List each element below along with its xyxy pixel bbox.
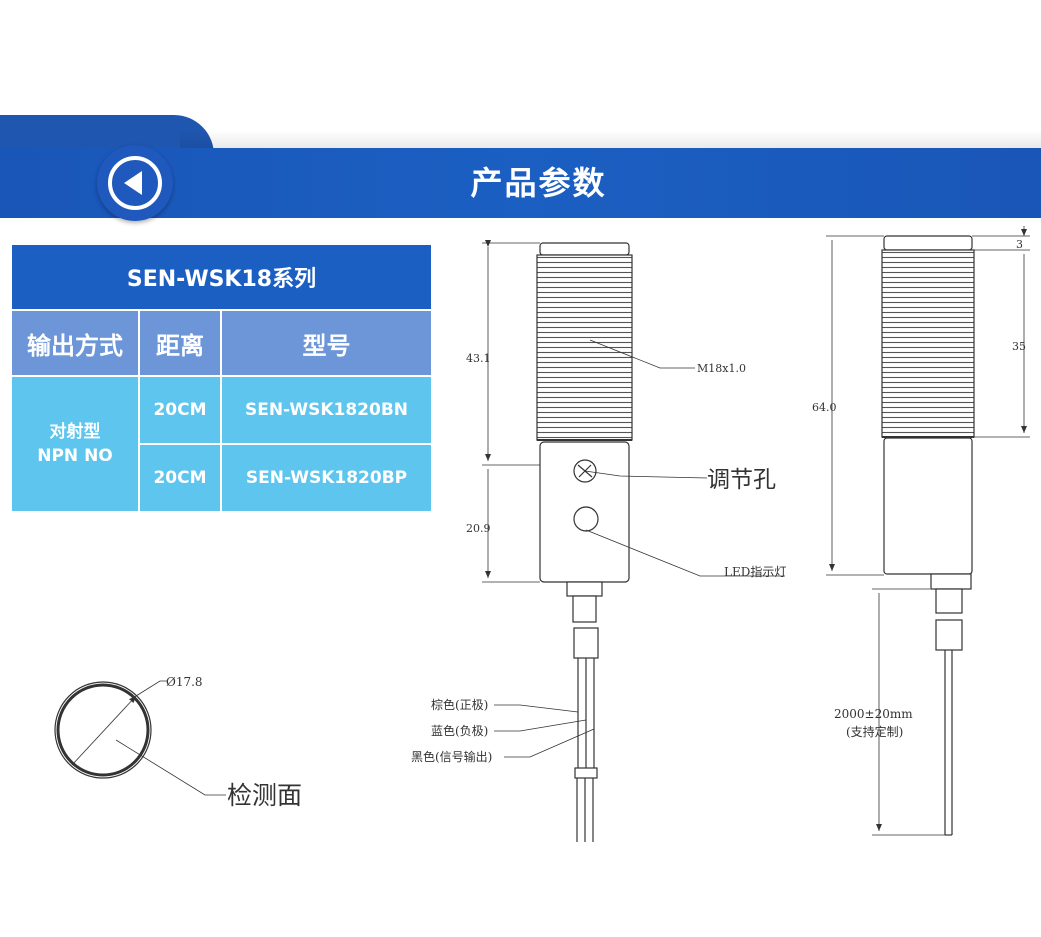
side-body: [883, 437, 973, 575]
distance-cell: 20CM: [138, 443, 222, 513]
led-label: LED指示灯: [724, 564, 786, 579]
cable-note-label: (支持定制): [846, 724, 903, 739]
page-title: 产品参数: [470, 164, 607, 202]
model-cell: SEN-WSK1820BN: [220, 375, 433, 445]
dim-total-label: 64.0: [812, 401, 837, 414]
front-view: [482, 240, 785, 842]
header-shadow: [180, 130, 1041, 152]
dim-thread-length: 43.1: [466, 352, 491, 365]
wire-blue-label: 蓝色(负极): [431, 724, 488, 738]
column-header-output: 输出方式: [10, 309, 140, 377]
front-thread: [536, 254, 633, 441]
side-thread: [881, 249, 975, 438]
thread-spec-label: M18x1.0: [697, 362, 746, 375]
table-row: 对射型 NPN NO 20CM SEN-WSK1820BN: [10, 375, 433, 513]
distance-cell: 20CM: [138, 375, 222, 445]
cable-length-label: 2000±20mm: [834, 707, 913, 721]
detection-face-ring: [56, 683, 150, 777]
back-button[interactable]: [97, 145, 173, 221]
side-view: [826, 226, 1030, 836]
table-row: 20CM SEN-WSK1820BP: [11, 443, 433, 513]
dim-side-thread-label: 35: [1012, 340, 1026, 353]
side-cap: [883, 235, 973, 251]
front-connector: [566, 581, 603, 597]
back-arrow-icon: [108, 156, 162, 210]
header-bar: [0, 148, 1041, 218]
dim-body-length: 20.9: [466, 522, 491, 535]
output-type-cell: 对射型 NPN NO: [10, 375, 140, 513]
front-cap: [539, 242, 630, 256]
detection-face-label: 检测面: [227, 781, 302, 810]
led-indicator-icon: [573, 506, 599, 532]
model-cell: SEN-WSK1820BP: [220, 443, 433, 513]
dim-top-label: 3: [1016, 238, 1023, 251]
output-type-line2: NPN NO: [37, 446, 113, 466]
diameter-label: Ø17.8: [166, 675, 203, 689]
spec-table-title: SEN-WSK18系列: [10, 243, 433, 311]
spec-table: SEN-WSK18系列 输出方式 距离 型号 对射型 NPN NO 20CM S…: [10, 243, 433, 513]
face-view: [54, 680, 226, 796]
output-type-line1: 对射型: [49, 422, 101, 442]
wire-brown-label: 棕色(正极): [431, 697, 488, 712]
column-header-model: 型号: [220, 309, 433, 377]
wire-black-label: 黑色(信号输出): [411, 749, 492, 764]
adjust-hole-label: 调节孔: [707, 467, 776, 493]
detection-face-outer: [54, 681, 152, 779]
column-header-distance: 距离: [138, 309, 222, 377]
